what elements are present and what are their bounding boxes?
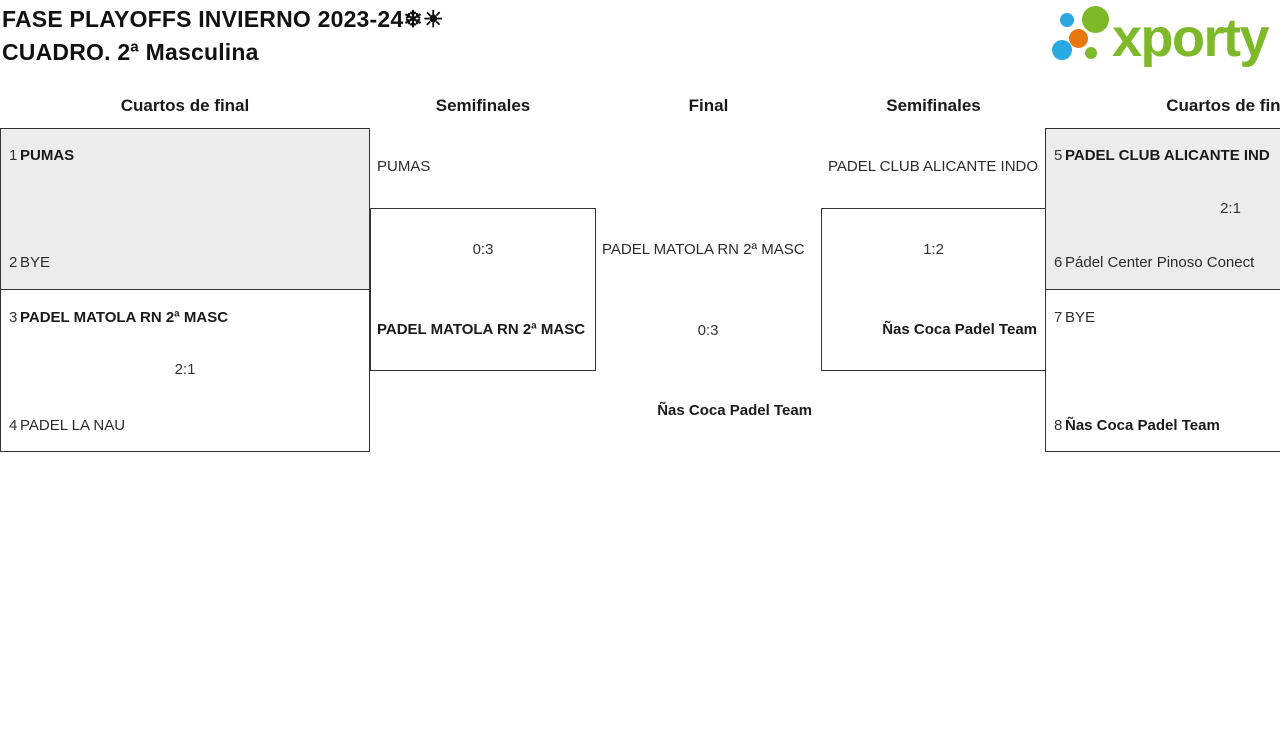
seed-number: 2 <box>9 253 18 271</box>
logo-dot-icon <box>1085 47 1097 59</box>
team-row: 6 Pádel Center Pinoso Conect <box>1045 252 1280 272</box>
match-box-right-quarter-1[interactable] <box>1045 128 1280 290</box>
team-name: Ñas Coca Padel Team <box>882 321 1037 338</box>
logo-dot-icon <box>1060 13 1074 27</box>
seed-number: 6 <box>1054 253 1063 271</box>
round-header-right-semis: Semifinales <box>886 96 981 115</box>
team-name: PADEL LA NAU <box>20 416 126 434</box>
logo-wordmark: xporty <box>1112 7 1270 68</box>
page-title: FASE PLAYOFFS INVIERNO 2023-24❄☀ <box>2 6 444 32</box>
team-row: 2 BYE <box>0 252 369 272</box>
seed-number: 7 <box>1054 308 1063 326</box>
team-row: 5 PADEL CLUB ALICANTE IND <box>1045 145 1280 165</box>
team-row: 4 PADEL LA NAU <box>0 415 369 435</box>
match-score: 1:2 <box>923 241 944 258</box>
team-name: BYE <box>20 253 51 271</box>
team-name: PUMAS <box>20 146 75 164</box>
match-box-right-quarter-2[interactable] <box>1045 289 1280 452</box>
seed-number: 5 <box>1054 146 1063 164</box>
logo-dot-icon <box>1052 40 1072 60</box>
match-score: 0:3 <box>472 241 494 258</box>
team-name: PADEL MATOLA RN 2ª MASC <box>602 241 805 258</box>
match-box-right-semifinal[interactable] <box>821 208 1046 371</box>
seed-number: 8 <box>1054 416 1063 434</box>
seed-number: 3 <box>9 308 18 326</box>
team-name: PADEL MATOLA RN 2ª MASC <box>20 308 229 326</box>
round-header-final: Final <box>688 96 729 115</box>
team-row: 3 PADEL MATOLA RN 2ª MASC <box>0 307 369 327</box>
match-box-left-semifinal[interactable] <box>370 208 596 371</box>
team-name: Ñas Coca Padel Team <box>1065 416 1220 434</box>
seed-number: 1 <box>9 146 18 164</box>
match-box-left-quarter-1[interactable] <box>0 128 370 290</box>
seed-number: 4 <box>9 416 18 434</box>
logo-dot-icon <box>1069 29 1088 48</box>
team-name: BYE <box>1065 308 1096 326</box>
round-header-right-quarters: Cuartos de final <box>1166 96 1280 115</box>
team-row: 7 BYE <box>1045 307 1280 327</box>
round-header-left-quarters: Cuartos de final <box>120 96 250 115</box>
match-box-left-quarter-2[interactable] <box>0 289 370 452</box>
team-row: 1 PUMAS <box>0 145 369 165</box>
match-score: 2:1 <box>1220 200 1241 217</box>
team-name: PUMAS <box>377 158 431 175</box>
page-subtitle: CUADRO. 2ª Masculina <box>2 39 259 65</box>
logo-dot-icon <box>1082 6 1109 33</box>
team-name: Ñas Coca Padel Team <box>657 402 812 419</box>
xporty-logo[interactable]: xporty <box>1048 3 1276 68</box>
match-score: 0:3 <box>697 322 719 339</box>
team-name: PADEL MATOLA RN 2ª MASC <box>377 321 586 338</box>
team-name: PADEL CLUB ALICANTE IND <box>1065 146 1270 164</box>
match-score: 2:1 <box>174 361 196 378</box>
team-row: 8 Ñas Coca Padel Team <box>1045 415 1280 435</box>
team-name: Pádel Center Pinoso Conect <box>1065 253 1255 271</box>
round-header-left-semis: Semifinales <box>435 96 531 115</box>
team-name: PADEL CLUB ALICANTE INDO <box>828 158 1039 175</box>
